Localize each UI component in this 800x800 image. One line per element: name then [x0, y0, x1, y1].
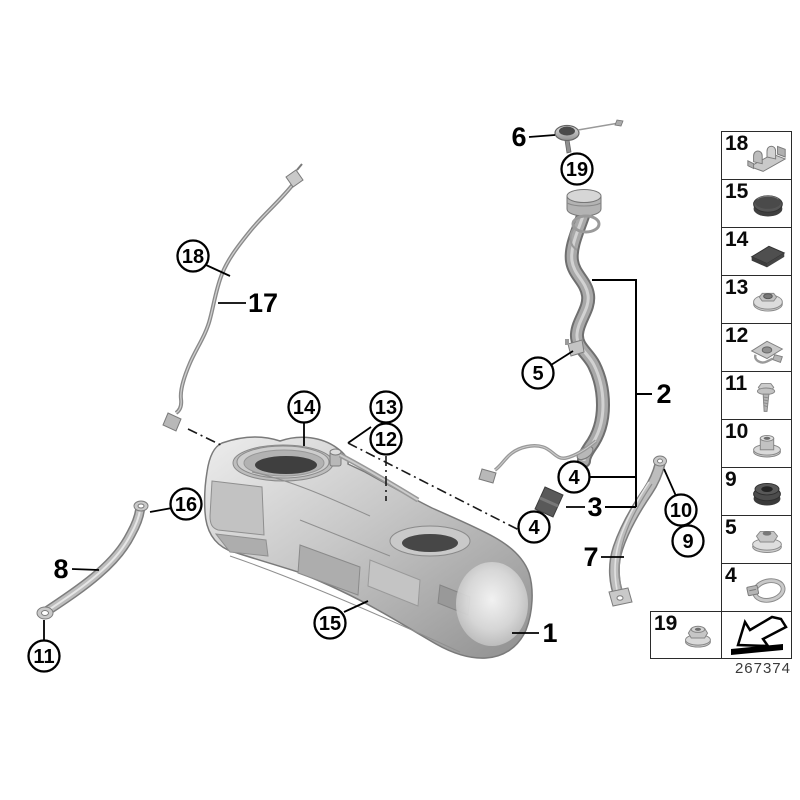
label-1[interactable]: 1 — [542, 618, 557, 648]
svg-text:16: 16 — [175, 494, 197, 516]
sidebar-part-5[interactable]: 5 — [721, 515, 792, 564]
svg-text:5: 5 — [532, 363, 543, 385]
sidebar-part-4[interactable]: 4 — [721, 563, 792, 612]
sidebar-part-14[interactable]: 14 — [721, 227, 792, 276]
plain-labels: 6 17 2 3 7 8 1 — [53, 122, 671, 648]
svg-text:4: 4 — [568, 467, 580, 489]
part-number-label: 12 — [725, 324, 749, 347]
label-2[interactable]: 2 — [656, 379, 671, 409]
sidebar-part-12[interactable]: 12 — [721, 323, 792, 372]
part-number-label: 5 — [725, 516, 737, 539]
label-7[interactable]: 7 — [583, 542, 598, 572]
cap-tether — [577, 122, 620, 131]
svg-text:10: 10 — [670, 500, 692, 522]
part-number-label: 10 — [725, 420, 749, 443]
part-number-label: 14 — [725, 228, 749, 251]
svg-text:11: 11 — [33, 646, 54, 668]
label-8[interactable]: 8 — [53, 554, 68, 584]
filler-cap — [554, 119, 624, 154]
callout-5[interactable]: 5 — [521, 356, 555, 390]
view-direction-cell[interactable] — [721, 611, 792, 659]
bracket-lines — [590, 279, 652, 508]
plastic-nut-icon — [752, 530, 782, 553]
flange-nut-icon — [685, 625, 711, 648]
spacer-bushing-icon — [753, 434, 781, 458]
callout-14[interactable]: 14 — [287, 390, 321, 424]
callout-18[interactable]: 18 — [176, 239, 210, 273]
fuel-tank — [203, 436, 533, 659]
callout-19[interactable]: 19 — [560, 152, 594, 186]
sidebar-part-15[interactable]: 15 — [721, 179, 792, 228]
sidebar-part-13[interactable]: 13 — [721, 275, 792, 324]
diagram-number: 267374 — [734, 660, 791, 677]
callout-11[interactable]: 11 — [27, 639, 61, 673]
part-number-label: 15 — [725, 180, 749, 203]
part-number-label: 18 — [725, 132, 749, 155]
callout-12[interactable]: 12 — [369, 422, 403, 456]
sidebar-part-10[interactable]: 10 — [721, 419, 792, 468]
svg-text:4: 4 — [528, 517, 540, 539]
filler-pipe — [564, 189, 611, 468]
callout-10[interactable]: 10 — [664, 493, 698, 527]
svg-text:18: 18 — [182, 246, 204, 268]
hose-clamp-icon — [746, 578, 786, 603]
vent-hose — [478, 439, 598, 484]
part-number-label: 9 — [725, 468, 737, 491]
vent-pipe — [162, 163, 304, 432]
washer-nut-icon — [753, 292, 783, 312]
label-6[interactable]: 6 — [511, 122, 526, 152]
label-3[interactable]: 3 — [587, 492, 602, 522]
part-number-label: 4 — [725, 564, 737, 587]
sidebar-part-19[interactable]: 19 — [650, 611, 722, 659]
part-number-label: 19 — [654, 612, 678, 635]
callout-4-lower[interactable]: 4 — [517, 510, 551, 544]
svg-text:13: 13 — [375, 397, 397, 419]
callout-16[interactable]: 16 — [169, 487, 203, 521]
cover-cap-icon — [753, 195, 783, 217]
svg-text:12: 12 — [375, 429, 397, 451]
pipe-clamp-icon — [747, 145, 787, 172]
callout-15[interactable]: 15 — [313, 606, 347, 640]
rubber-grommet-icon — [753, 482, 781, 506]
svg-text:15: 15 — [319, 613, 341, 635]
tension-strap-left — [36, 500, 149, 620]
part-number-label: 11 — [725, 372, 748, 395]
part-number-label: 13 — [725, 276, 749, 299]
parts-sidebar: 18 15 14 13 — [721, 131, 792, 612]
svg-text:19: 19 — [566, 159, 588, 181]
callout-4-upper[interactable]: 4 — [557, 460, 591, 494]
sidebar-part-18[interactable]: 18 — [721, 131, 792, 180]
reference-lines — [187, 428, 522, 532]
sidebar-bottom-row: 19 — [650, 611, 792, 659]
screw-icon — [756, 383, 776, 412]
rubber-boot — [534, 486, 564, 518]
tension-strap-right — [608, 455, 667, 607]
adhesive-pad-icon — [750, 245, 786, 268]
svg-text:9: 9 — [682, 531, 693, 553]
svg-text:14: 14 — [293, 397, 316, 419]
callout-9[interactable]: 9 — [671, 524, 705, 558]
retaining-clip-icon — [750, 340, 784, 364]
sidebar-part-9[interactable]: 9 — [721, 467, 792, 516]
circled-callouts: 18 19 5 14 13 12 16 4 — [27, 152, 705, 673]
direction-arrow-icon — [731, 615, 788, 655]
leader-lines — [43, 134, 677, 640]
label-17[interactable]: 17 — [248, 288, 278, 318]
sidebar-part-11[interactable]: 11 — [721, 371, 792, 420]
callout-13[interactable]: 13 — [369, 390, 403, 424]
